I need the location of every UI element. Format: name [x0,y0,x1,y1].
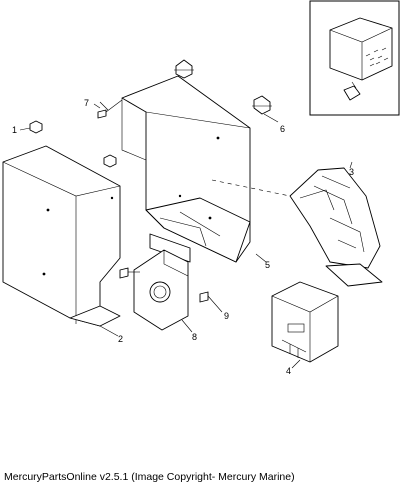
callout-6: 6 [280,124,285,134]
part-control-module [211,161,383,287]
part-rubber-mounts [174,59,279,123]
part-ecm-unit [271,281,339,363]
callout-5: 5 [265,260,270,270]
image-copyright-caption: MercuryPartsOnline v2.5.1 (Image Copyrig… [4,471,295,483]
inset-view [309,0,400,116]
callout-7: 7 [84,98,89,108]
part-screw [97,99,123,119]
callout-4: 4 [286,366,291,376]
part-cover-panel [2,145,121,327]
part-bolts [119,267,223,313]
part-mounting-bracket [121,75,251,263]
part-connector-bracket [133,249,189,331]
callout-2: 2 [118,334,123,344]
callout-1: 1 [12,125,17,135]
leader-lines [93,103,301,369]
part-nut [19,120,117,168]
callout-3: 3 [349,167,354,177]
callout-9: 9 [224,311,229,321]
callout-8: 8 [192,332,197,342]
